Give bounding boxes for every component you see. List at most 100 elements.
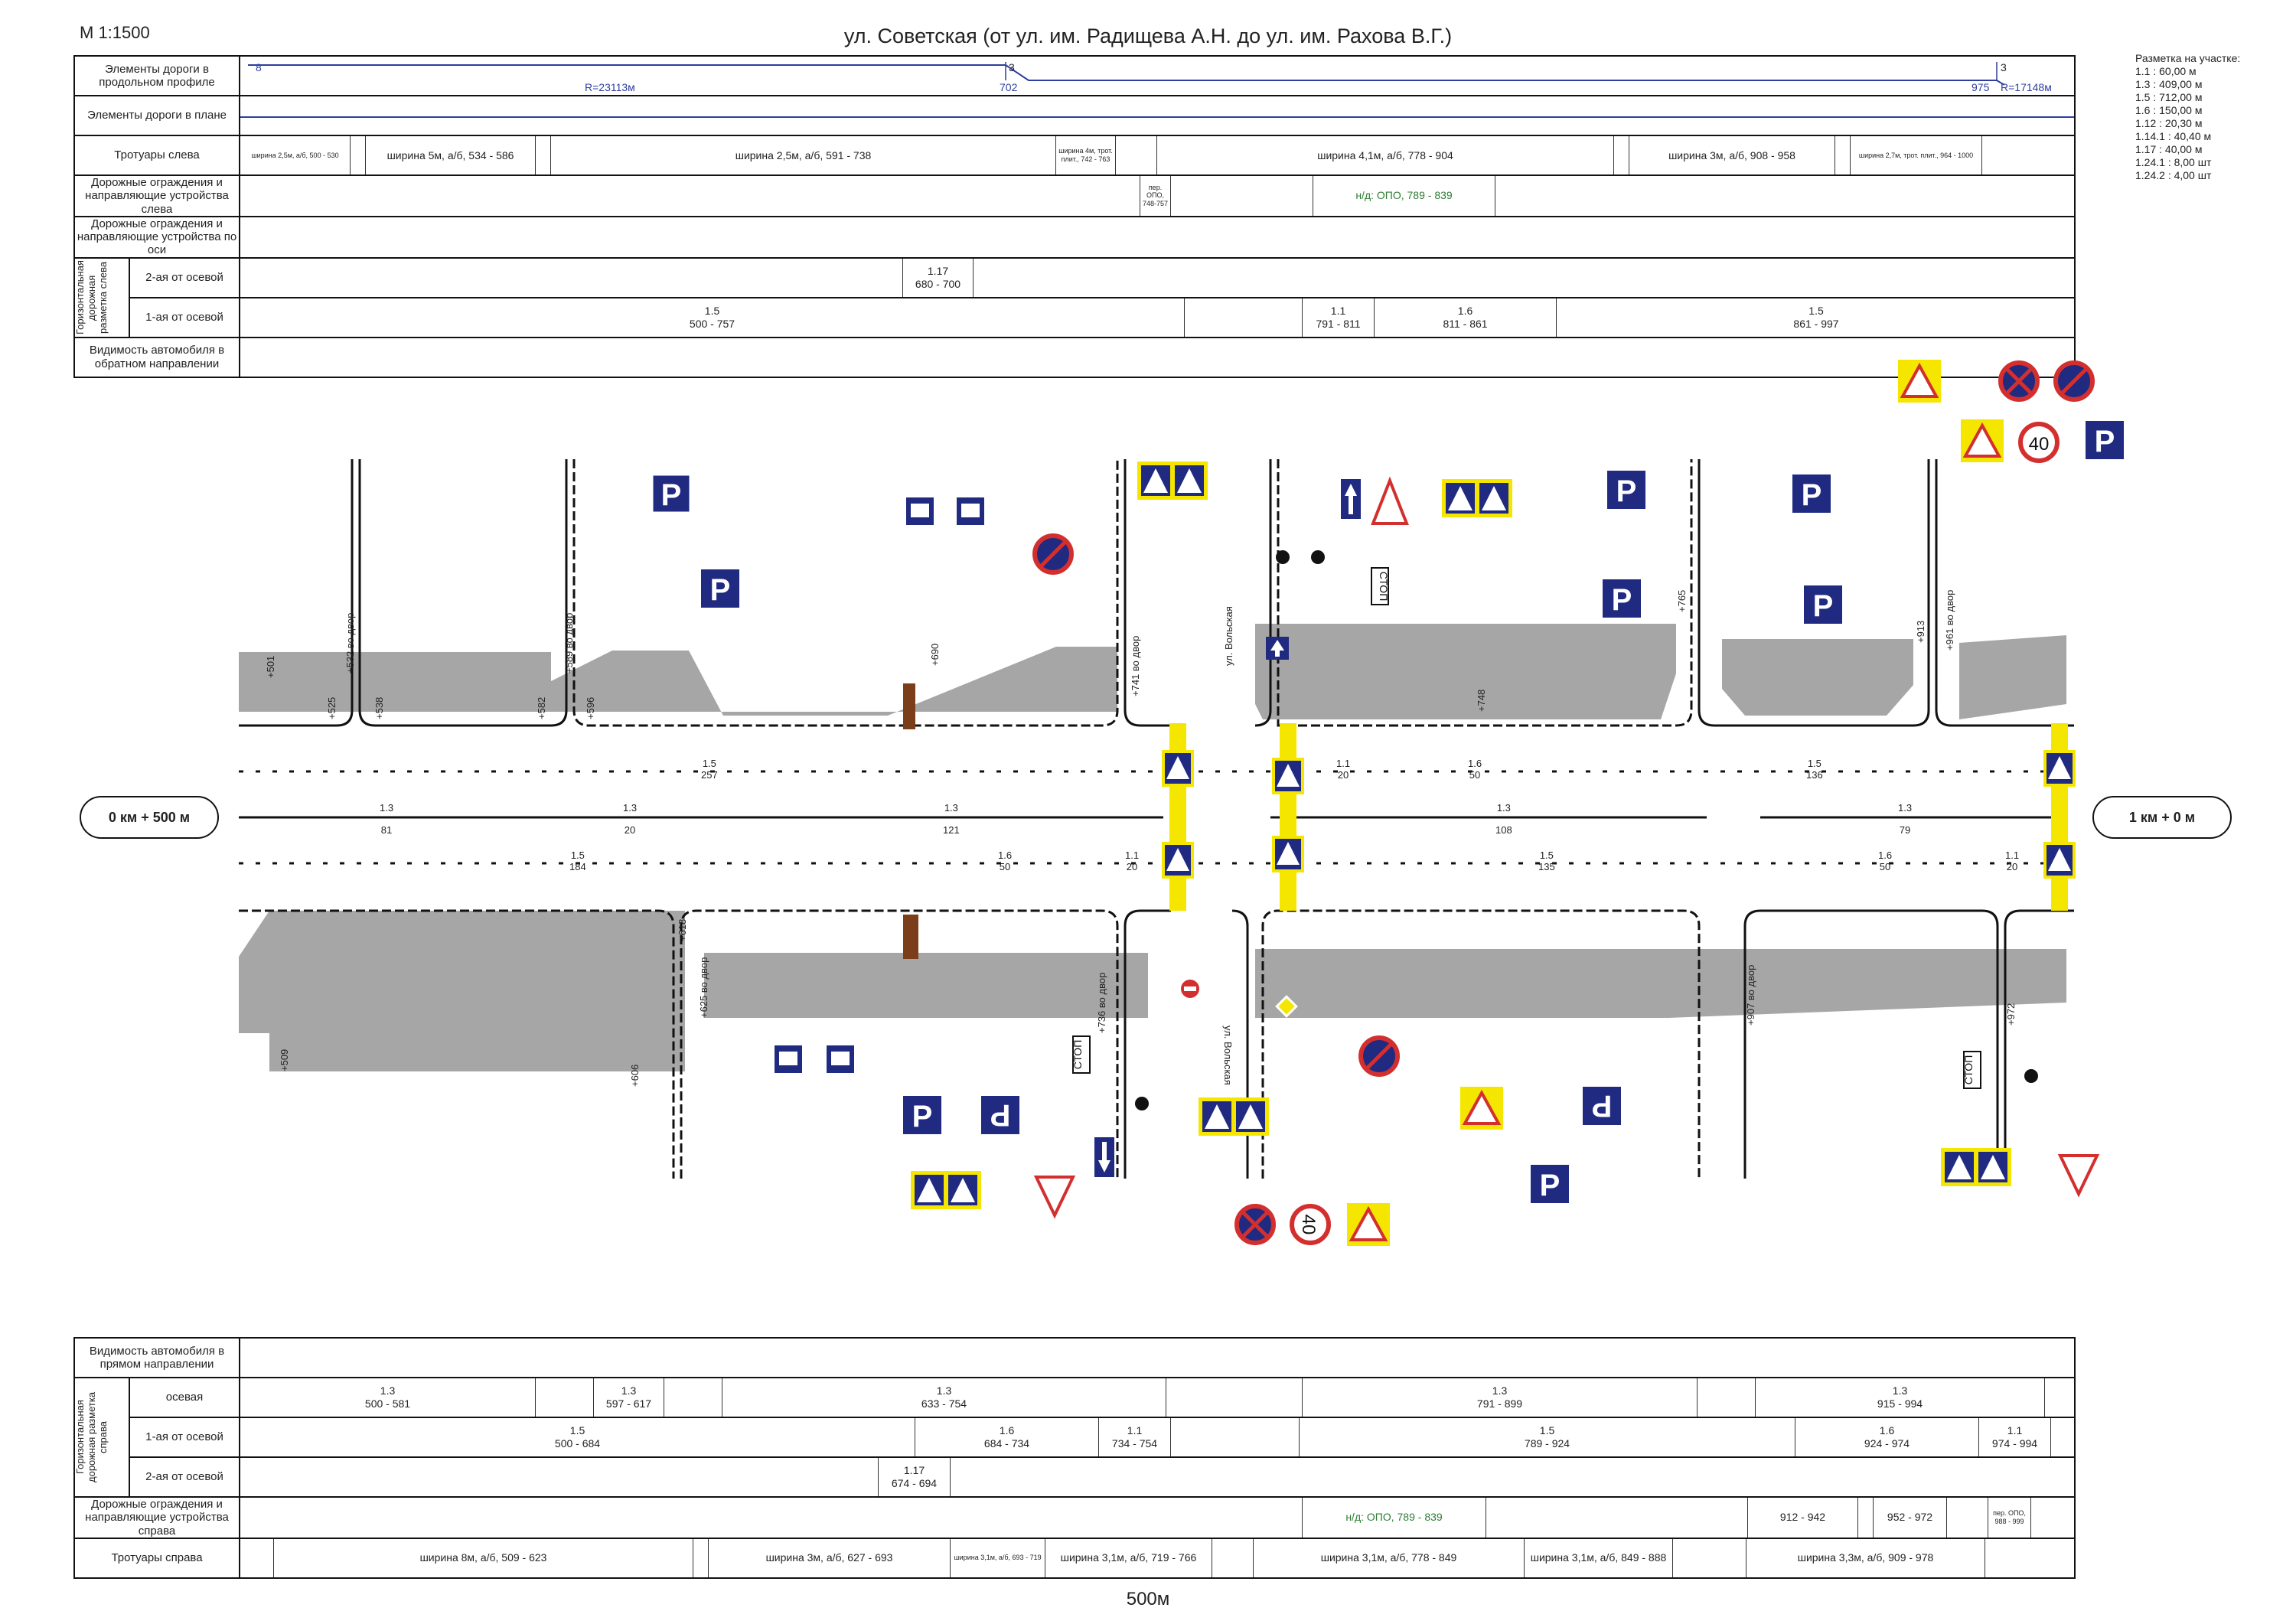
- speed-limit-sign-icon: 40: [1290, 1204, 1331, 1245]
- pedestrian-crossing-sign-icon: [1272, 836, 1304, 872]
- marking-code: 1.5: [704, 304, 720, 317]
- traffic-light-icon: [1135, 550, 2038, 1110]
- road-edge: [1124, 459, 1171, 727]
- sidewalk-segment: ширина 2,5м, а/б, 500 - 530: [241, 137, 351, 174]
- marking-length: 50: [999, 861, 1011, 872]
- marking-range: 734 - 754: [1111, 1437, 1158, 1450]
- barrier-gap: [1486, 1498, 1749, 1537]
- road-edge: [358, 459, 568, 727]
- parking-sign-icon: P: [651, 473, 692, 514]
- svg-text:P: P: [1616, 474, 1637, 508]
- legend-item: 1.12 : 20,30 м: [2135, 117, 2203, 129]
- parking-sign-icon: P: [1804, 585, 1842, 624]
- legend-item: 1.24.2 : 4,00 шт: [2135, 169, 2212, 181]
- marking-range: 500 - 757: [689, 317, 735, 330]
- road-edge: [1935, 459, 2074, 727]
- pedestrian-crossing-sign-icon: [1272, 758, 1304, 794]
- no-stopping-sign-icon: [1234, 1204, 1276, 1245]
- marking-range: 791 - 811: [1316, 317, 1361, 330]
- profile-cell: 8 3 702 R=23113м 3 975 R=17148м: [239, 55, 2076, 96]
- marking-code: 1.5: [569, 1424, 585, 1437]
- row-label-2nd: 2-ая от осевой: [128, 256, 241, 298]
- sidewalk-bottom: [1668, 949, 2066, 1018]
- marking-code: 1.6: [1878, 850, 1893, 861]
- row-label-sidewalks-right: Тротуары справа: [73, 1537, 241, 1579]
- svg-text:P: P: [1592, 1089, 1613, 1123]
- legend-item: 1.6 : 150,00 м: [2135, 104, 2203, 116]
- barrier-segment: 912 - 942: [1748, 1498, 1859, 1537]
- stop-sign-icon: СТОП: [1962, 1051, 1981, 1089]
- plan-cell: [239, 95, 2076, 136]
- sidewalk-top: [1959, 635, 2066, 719]
- parking-sign-icon: P: [1531, 1165, 1569, 1203]
- row-label-barriers-right: Дорожные ограждения и направляющие устро…: [73, 1496, 241, 1539]
- group-label-cell: Горизонтальная дорожная разметка справа: [73, 1377, 130, 1498]
- profile-svg: 8 3 702 R=23113м 3 975 R=17148м: [248, 61, 2052, 93]
- svg-text:P: P: [661, 478, 682, 512]
- marking-code: 1.3: [1492, 1384, 1508, 1397]
- marking-range: 500 - 581: [364, 1397, 411, 1410]
- road-edge: [1698, 459, 1930, 727]
- scale-label: М 1:1500: [80, 23, 150, 42]
- marking-code: 1.17: [903, 1464, 925, 1477]
- marking-length: 81: [380, 824, 393, 836]
- marking-range: 597 - 617: [605, 1397, 652, 1410]
- row-label-1st: 1-ая от осевой: [128, 296, 241, 338]
- sidewalk-segment: ширина 4,1м, а/б, 778 - 904: [1157, 137, 1615, 174]
- marking-code: 1.1: [1125, 850, 1140, 861]
- pedestrian-crossing-sign-icon: [1162, 842, 1194, 879]
- sidewalk-gap: [241, 1539, 275, 1577]
- barrier-segment: н/д: ОПО, 789 - 839: [1313, 176, 1496, 215]
- barrier-gap: [1171, 176, 1314, 215]
- svg-text:P: P: [990, 1098, 1011, 1132]
- sidewalk-gap: [1116, 137, 1158, 174]
- marking-code: 1.17: [927, 264, 949, 277]
- marking-range: 924 - 974: [1864, 1437, 1910, 1450]
- road-edge: [1743, 909, 1999, 1179]
- sidewalk-segment: ширина 4м, трот. плит., 742 - 763: [1056, 137, 1117, 174]
- barrier-gap: [241, 1498, 1303, 1537]
- profile-mark: 3: [2001, 61, 2007, 73]
- sidewalk-bottom: [704, 953, 1148, 1018]
- children-warning-sign-icon: [1460, 1087, 1503, 1130]
- legend-title: Разметка на участке:: [2135, 52, 2241, 64]
- marking-code: 1.3: [380, 802, 394, 814]
- road-plan: [239, 459, 2074, 1179]
- children-warning-sign-icon: [1347, 1203, 1390, 1246]
- row-label-sidewalks-left: Тротуары слева: [73, 135, 241, 176]
- barrier-gap: [1947, 1498, 1989, 1537]
- marking-gap: [1698, 1379, 1756, 1416]
- road-edge: [2004, 909, 2074, 1179]
- bus-stop-sign-icon: [906, 497, 934, 525]
- marking-range: 674 - 694: [891, 1477, 938, 1489]
- barrier-gap: [241, 176, 1141, 215]
- bus-stop-sign-icon: [775, 1045, 802, 1073]
- pedestrian-crossing-sign-icon: [2043, 750, 2076, 787]
- profile-mark: 702: [1000, 81, 1018, 93]
- top-attribute-table: Элементы дороги в продольном профиле 8 3…: [73, 55, 2076, 378]
- sidewalk-gap: [693, 1539, 709, 1577]
- marking-length: 108: [1495, 824, 1512, 836]
- direction-arrow-sign-icon: [1266, 637, 1289, 660]
- sidewalk-gap: [1835, 137, 1851, 174]
- marking-code: 1.5: [1539, 850, 1554, 861]
- marking-legend: Разметка на участке: 1.1 : 60,00 м 1.3 :…: [2135, 52, 2240, 182]
- page-title: ул. Советская (от ул. им. Радищева А.Н. …: [843, 24, 1453, 47]
- sidewalk-segment: ширина 3,3м, а/б, 909 - 978: [1746, 1539, 1986, 1577]
- marking-gap: [664, 1379, 723, 1416]
